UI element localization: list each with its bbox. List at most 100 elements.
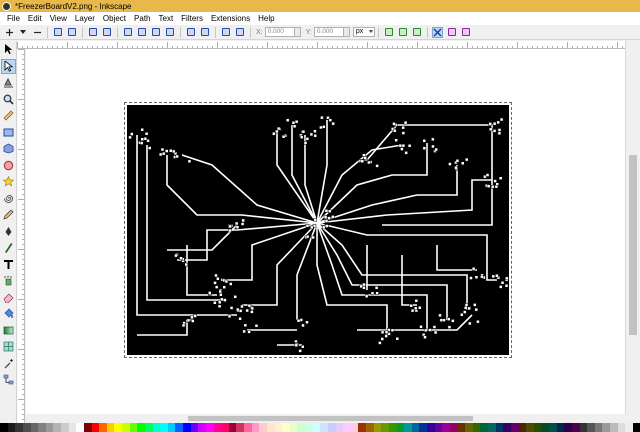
- menu-file[interactable]: File: [7, 14, 20, 23]
- color-swatch[interactable]: [15, 423, 23, 432]
- menu-layer[interactable]: Layer: [74, 14, 95, 23]
- mesh-tool-icon[interactable]: [1, 339, 16, 354]
- show-clipping-path-icon[interactable]: [383, 27, 394, 38]
- color-swatch[interactable]: [320, 423, 328, 432]
- show-transform-handles-icon[interactable]: [432, 26, 444, 38]
- segment-line-icon[interactable]: [186, 27, 197, 38]
- color-swatch[interactable]: [152, 423, 161, 432]
- color-swatch[interactable]: [411, 423, 420, 432]
- color-swatch[interactable]: [0, 423, 8, 432]
- color-swatch[interactable]: [510, 423, 519, 432]
- color-swatch[interactable]: [183, 423, 191, 432]
- color-swatch[interactable]: [617, 423, 626, 432]
- stroke-to-path-icon[interactable]: [235, 27, 246, 38]
- color-swatch[interactable]: [68, 423, 77, 432]
- insert-node-dropdown-icon[interactable]: [18, 27, 29, 38]
- node-tool-icon[interactable]: [1, 58, 16, 74]
- color-swatch[interactable]: [221, 423, 229, 432]
- horizontal-ruler[interactable]: [17, 41, 625, 49]
- star-tool-icon[interactable]: [1, 174, 16, 189]
- color-swatch[interactable]: [129, 423, 138, 432]
- calligraphy-tool-icon[interactable]: [1, 240, 16, 255]
- vertical-scrollbar[interactable]: [625, 41, 640, 414]
- color-swatch[interactable]: [594, 423, 603, 432]
- color-swatch[interactable]: [343, 423, 351, 432]
- break-path-icon[interactable]: [67, 27, 78, 38]
- menu-path[interactable]: Path: [134, 14, 151, 23]
- y-spinner[interactable]: [343, 27, 350, 37]
- color-swatch[interactable]: [83, 423, 92, 432]
- color-swatch[interactable]: [526, 423, 534, 432]
- color-swatch[interactable]: [556, 423, 565, 432]
- color-swatch[interactable]: [358, 423, 366, 432]
- color-swatch[interactable]: [388, 423, 397, 432]
- paint-bucket-tool-icon[interactable]: [1, 306, 16, 321]
- color-swatch[interactable]: [190, 423, 199, 432]
- color-swatch[interactable]: [91, 423, 100, 432]
- color-swatch[interactable]: [305, 423, 313, 432]
- color-swatch[interactable]: [434, 423, 443, 432]
- color-swatch[interactable]: [144, 423, 153, 432]
- color-swatch[interactable]: [259, 423, 267, 432]
- horizontal-scroll-thumb[interactable]: [188, 416, 473, 421]
- color-swatch[interactable]: [480, 423, 488, 432]
- spiral-tool-icon[interactable]: [1, 191, 16, 206]
- color-swatch[interactable]: [312, 423, 321, 432]
- color-swatch[interactable]: [167, 423, 176, 432]
- color-swatch[interactable]: [122, 423, 130, 432]
- color-swatch[interactable]: [45, 423, 54, 432]
- unit-selector[interactable]: px: [352, 27, 375, 37]
- color-swatch[interactable]: [518, 423, 527, 432]
- menu-view[interactable]: View: [49, 14, 67, 23]
- color-swatch[interactable]: [106, 423, 115, 432]
- color-swatch[interactable]: [213, 423, 222, 432]
- show-path-outline-icon[interactable]: [460, 27, 471, 38]
- color-swatch[interactable]: [549, 423, 557, 432]
- color-swatch[interactable]: [632, 423, 640, 432]
- color-swatch[interactable]: [495, 423, 504, 432]
- gradient-tool-icon[interactable]: [1, 323, 16, 338]
- menu-extensions[interactable]: Extensions: [210, 14, 251, 23]
- color-swatch[interactable]: [571, 423, 580, 432]
- color-swatch[interactable]: [579, 423, 588, 432]
- menu-object[interactable]: Object: [102, 14, 127, 23]
- color-swatch[interactable]: [396, 423, 405, 432]
- zoom-tool-icon[interactable]: [1, 92, 16, 107]
- delete-segment-icon[interactable]: [102, 27, 113, 38]
- color-swatch[interactable]: [274, 423, 283, 432]
- vertical-ruler[interactable]: [17, 49, 25, 423]
- selector-tool-icon[interactable]: [1, 42, 16, 57]
- color-swatch[interactable]: [76, 423, 84, 432]
- color-swatch[interactable]: [160, 423, 168, 432]
- color-swatch[interactable]: [488, 423, 496, 432]
- color-swatch[interactable]: [297, 423, 305, 432]
- horizontal-scrollbar[interactable]: [26, 414, 625, 423]
- color-swatch[interactable]: [205, 423, 214, 432]
- auto-smooth-node-icon[interactable]: [165, 27, 176, 38]
- vertical-scroll-thumb[interactable]: [629, 155, 637, 335]
- connector-tool-icon[interactable]: [1, 372, 16, 387]
- color-swatch[interactable]: [457, 423, 466, 432]
- color-swatch[interactable]: [404, 423, 412, 432]
- object-to-path-icon[interactable]: [221, 27, 232, 38]
- eraser-tool-icon[interactable]: [1, 290, 16, 305]
- insert-node-icon[interactable]: [4, 27, 15, 38]
- x-coordinate-field[interactable]: 0.000: [264, 27, 295, 37]
- color-swatch[interactable]: [30, 423, 39, 432]
- pencil-tool-icon[interactable]: [1, 207, 16, 222]
- color-swatch[interactable]: [198, 423, 206, 432]
- ellipse-tool-icon[interactable]: [1, 158, 16, 173]
- symmetric-node-icon[interactable]: [151, 27, 162, 38]
- measure-tool-icon[interactable]: [1, 108, 16, 123]
- color-swatch[interactable]: [465, 423, 473, 432]
- color-swatch[interactable]: [22, 423, 31, 432]
- color-swatch[interactable]: [533, 423, 542, 432]
- pcb-trace-image[interactable]: [127, 105, 509, 355]
- color-swatch[interactable]: [289, 423, 298, 432]
- color-swatch[interactable]: [99, 423, 107, 432]
- color-swatch[interactable]: [38, 423, 46, 432]
- color-swatch[interactable]: [7, 423, 16, 432]
- color-swatch[interactable]: [266, 423, 275, 432]
- color-swatch[interactable]: [564, 423, 572, 432]
- color-swatch[interactable]: [442, 423, 450, 432]
